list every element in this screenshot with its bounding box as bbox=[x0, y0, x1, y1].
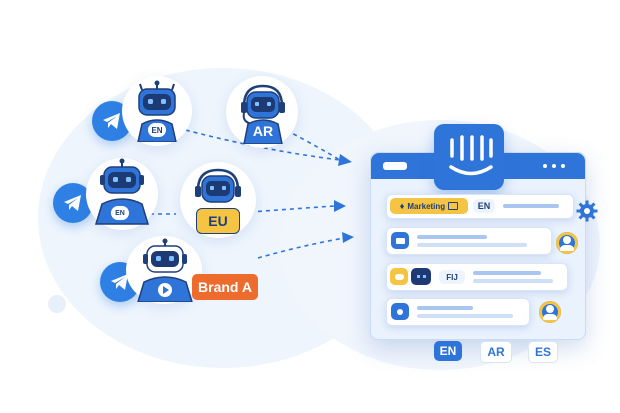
row-text-line bbox=[503, 204, 559, 208]
row-language-chip: EN bbox=[473, 199, 495, 213]
bot-label-eu: EU bbox=[196, 208, 240, 234]
chat-icon bbox=[391, 232, 409, 249]
telegram-icon bbox=[64, 195, 81, 211]
window-dot-1 bbox=[543, 164, 547, 168]
language-tab-ar[interactable]: AR bbox=[480, 341, 512, 363]
row-text-line bbox=[417, 235, 487, 239]
robot-icon bbox=[137, 238, 193, 302]
user-icon bbox=[391, 303, 409, 320]
row-text-line bbox=[417, 306, 473, 310]
connector-brand-bot bbox=[257, 237, 345, 259]
robot-icon bbox=[137, 80, 177, 142]
marketing-tag: ♦ Marketing bbox=[390, 198, 468, 214]
connector-ar-bot bbox=[285, 129, 341, 161]
headset-robot-icon bbox=[241, 84, 285, 144]
row-text-line-2 bbox=[473, 279, 553, 283]
bot-label-en: EN bbox=[148, 123, 166, 137]
window-header-bar bbox=[383, 162, 407, 170]
telegram-icon bbox=[111, 274, 128, 290]
headset-robot-icon bbox=[195, 168, 241, 203]
intercom-logo bbox=[434, 124, 504, 190]
language-tab-es[interactable]: ES bbox=[528, 341, 558, 363]
inbox-row-marketing[interactable]: ♦ Marketing EN bbox=[386, 194, 574, 219]
telegram-icon bbox=[103, 113, 120, 129]
gear-icon[interactable] bbox=[576, 200, 598, 222]
row-text-line-2 bbox=[417, 314, 513, 318]
inbox-row-chat[interactable] bbox=[386, 227, 552, 255]
bot-language-chip: FIJ bbox=[439, 270, 465, 284]
inbox-row-bot[interactable]: FIJ bbox=[386, 263, 568, 291]
user-avatar-icon bbox=[539, 301, 561, 323]
tag-icon: ♦ bbox=[399, 201, 405, 211]
background-dot bbox=[48, 295, 66, 313]
marketing-tag-label: Marketing bbox=[407, 201, 446, 211]
user-avatar-icon bbox=[556, 232, 578, 254]
mini-robot-icon bbox=[411, 268, 431, 285]
arrow-head-1 bbox=[338, 154, 352, 166]
row-text-line bbox=[473, 271, 541, 275]
connector-eu-bot bbox=[249, 205, 335, 213]
bot-label-en-2: EN bbox=[111, 206, 129, 220]
inbox-row-user[interactable] bbox=[386, 298, 530, 326]
arrow-head-2 bbox=[334, 200, 346, 212]
row-text-line-2 bbox=[417, 243, 527, 247]
tag-chat-icon bbox=[448, 202, 459, 210]
language-tab-en[interactable]: EN bbox=[434, 341, 462, 361]
window-dot-3 bbox=[561, 164, 565, 168]
window-dot-2 bbox=[552, 164, 556, 168]
bot-label-brand: Brand A bbox=[192, 274, 258, 300]
bot-label-ar: AR bbox=[252, 123, 274, 139]
chat-bubble-icon bbox=[390, 268, 408, 285]
intercom-logo-icon bbox=[449, 135, 493, 176]
arrow-head-3 bbox=[342, 232, 354, 243]
robot-icon bbox=[94, 158, 150, 225]
